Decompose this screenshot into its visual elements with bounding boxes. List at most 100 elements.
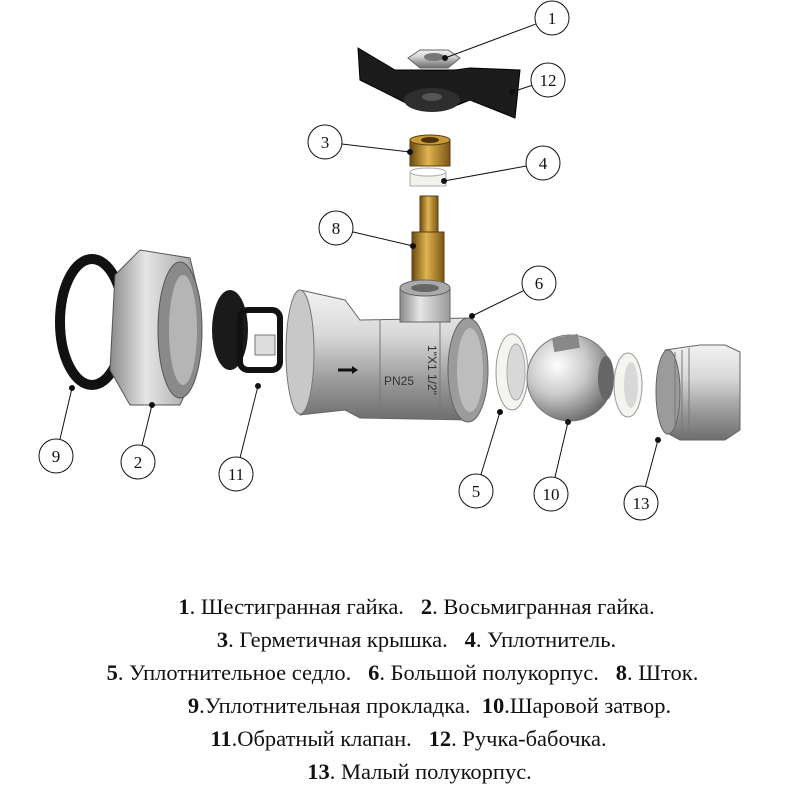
legend-text: . Большой полукорпус. <box>379 660 616 685</box>
legend-number: 12 <box>428 726 452 751</box>
seal-ring-part <box>409 167 447 187</box>
leader-dot <box>509 89 515 95</box>
sealing-cap-part <box>409 134 451 167</box>
callout-number: 8 <box>332 219 341 238</box>
legend-text: . Малый полукорпус. <box>329 759 532 784</box>
legend-number: 10 <box>481 693 505 718</box>
legend-text: .Уплотнительная прокладка. <box>199 693 482 718</box>
callout-number: 10 <box>543 485 560 504</box>
legend-text: . Уплотнитель. <box>475 627 617 652</box>
large-body-part: PN25 1"X1 1/2" <box>285 279 489 423</box>
sealing-seat-left-part <box>495 333 529 411</box>
callout-circle <box>525 145 561 181</box>
check-valve-part <box>212 290 283 373</box>
leader-line <box>141 404 153 446</box>
leader-dot <box>655 437 661 443</box>
callout-9: 9 <box>38 385 75 474</box>
legend-number: 3 <box>216 627 229 652</box>
callout-10: 10 <box>533 419 571 512</box>
callout-number: 1 <box>548 9 557 28</box>
leader-line <box>444 23 537 59</box>
callout-circle <box>218 456 254 492</box>
callout-12: 12 <box>509 62 566 98</box>
callout-number: 11 <box>228 465 244 484</box>
callout-number: 4 <box>539 154 548 173</box>
callout-number: 3 <box>321 133 330 152</box>
legend-line: 5. Уплотнительное седло. 6. Большой полу… <box>0 660 803 686</box>
legend-number: 4 <box>464 627 476 652</box>
leader-line <box>341 143 411 153</box>
legend-number: 1 <box>178 594 190 619</box>
legend-text: .Шаровой затвор. <box>504 693 672 718</box>
leader-dot <box>255 383 261 389</box>
callout-11: 11 <box>218 383 261 492</box>
callout-circle <box>307 124 343 160</box>
leader-dot <box>469 313 475 319</box>
legend-number: 5 <box>106 660 118 685</box>
hex-nut-part <box>407 49 461 69</box>
legend-line: 3. Герметичная крышка. 4. Уплотнитель. <box>0 627 803 653</box>
leader-dot <box>442 55 448 61</box>
callout-number: 6 <box>535 274 544 293</box>
leader-line <box>480 411 501 475</box>
callout-number: 9 <box>52 447 61 466</box>
small-body-part <box>655 344 741 441</box>
legend-text: . Шестигранная гайка. <box>189 594 421 619</box>
legend-number: 8 <box>615 660 628 685</box>
leader-line <box>471 290 524 317</box>
leader-line <box>352 231 414 247</box>
leader-line <box>511 84 533 93</box>
ball-valve-part <box>526 333 614 422</box>
callout-number: 5 <box>472 482 481 501</box>
leader-dot <box>407 149 413 155</box>
callout-circle <box>623 485 659 521</box>
size-marking: 1"X1 1/2" <box>425 345 439 395</box>
leader-dot <box>69 385 75 391</box>
leader-line <box>443 165 527 182</box>
callout-number: 2 <box>134 453 143 472</box>
callout-4: 4 <box>441 145 561 184</box>
callout-13: 13 <box>623 437 661 521</box>
stem-part <box>411 195 445 285</box>
butterfly-handle-part <box>357 47 521 119</box>
leader-dot <box>565 419 571 425</box>
callout-8: 8 <box>318 210 416 249</box>
callout-1: 1 <box>442 0 570 61</box>
legend-line: 9.Уплотнительная прокладка. 10.Шаровой з… <box>0 693 803 719</box>
callout-3: 3 <box>307 124 413 160</box>
callout-circle <box>318 210 354 246</box>
leader-line <box>644 439 659 487</box>
exploded-valve-diagram: PN25 1"X1 1/2" 1 12 3 4 8 6 9 2 11 5 10 13 <box>38 0 741 521</box>
legend-text: .Обратный клапан. <box>231 726 429 751</box>
legend-text: . Ручка-бабочка. <box>451 726 607 751</box>
leader-line <box>59 387 73 440</box>
callout-6: 6 <box>469 265 557 319</box>
leader-dot <box>497 409 503 415</box>
legend-number: 13 <box>307 759 330 784</box>
sealing-seat-right-part <box>613 352 643 418</box>
legend-number: 11 <box>210 726 232 751</box>
legend-number: 9 <box>187 693 200 718</box>
pressure-marking: PN25 <box>384 374 414 388</box>
callout-2: 2 <box>120 402 156 480</box>
callout-circle <box>38 438 74 474</box>
leader-dot <box>410 243 416 249</box>
leader-line <box>554 421 569 478</box>
octagonal-nut-part <box>109 249 203 406</box>
legend-text: . Восьмигранная гайка. <box>432 594 655 619</box>
legend-text: . Шток. <box>627 660 699 685</box>
leader-line <box>239 385 259 458</box>
callout-number: 12 <box>540 71 557 90</box>
legend-number: 2 <box>420 594 433 619</box>
leader-dot <box>149 402 155 408</box>
callout-circle <box>458 473 494 509</box>
leader-dot <box>441 178 447 184</box>
callout-circle <box>521 265 557 301</box>
callout-circle <box>530 62 566 98</box>
legend-text: . Герметичная крышка. <box>228 627 465 652</box>
callout-circle <box>534 0 570 36</box>
legend-text: . Уплотнительное седло. <box>117 660 369 685</box>
callout-number: 13 <box>633 494 650 513</box>
legend-line: 11.Обратный клапан. 12. Ручка-бабочка. <box>0 726 803 752</box>
legend-line: 13. Малый полукорпус. <box>0 759 803 785</box>
